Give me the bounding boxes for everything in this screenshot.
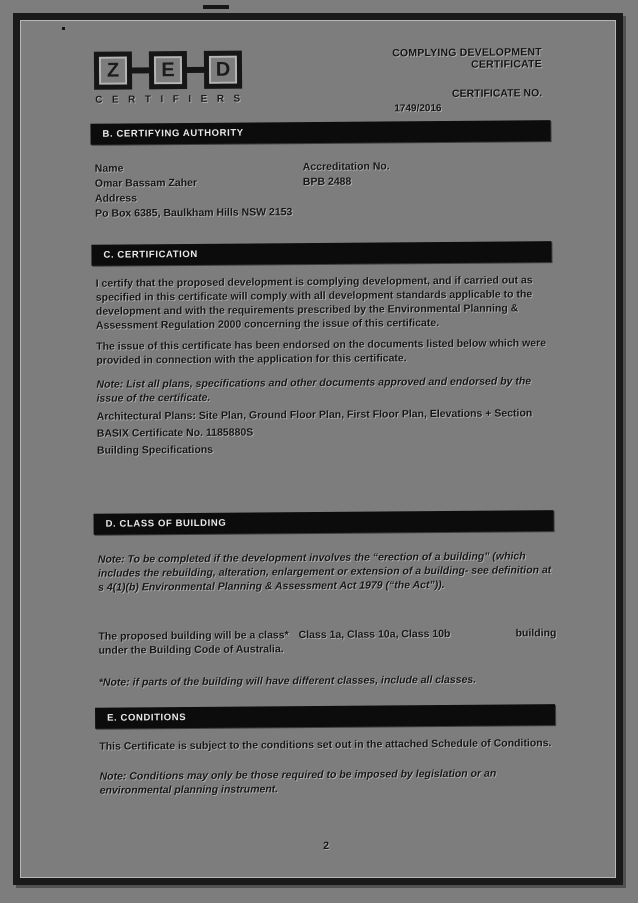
- logo-letter-z-icon: Z: [93, 51, 133, 90]
- building-class-statement: The proposed building will be a class* C…: [98, 626, 556, 658]
- logo-connector-icon: [186, 66, 205, 74]
- document-item: Building Specifications: [96, 443, 214, 457]
- conditions-note: Note: Conditions may only be those requi…: [99, 767, 497, 797]
- conditions-paragraph: This Certificate is subject to the condi…: [99, 737, 552, 753]
- logo-letter-d-icon: D: [203, 50, 243, 89]
- document-header: COMPLYING DEVELOPMENT CERTIFICATE CERTIF…: [332, 46, 543, 115]
- logo-subtext: CERTIFIERS: [95, 93, 250, 106]
- class-of-building-note: Note: To be completed if the development…: [97, 550, 552, 594]
- address-value: Po Box 6385, Baulkham Hills NSW 2153: [95, 206, 293, 220]
- class-statement-line2: under the Building Code of Australia.: [98, 643, 284, 657]
- certification-note: Note: List all plans, specifications and…: [96, 375, 532, 405]
- page-border-frame: [13, 13, 623, 885]
- building-class-footnote: *Note: if parts of the building will hav…: [98, 673, 477, 689]
- certification-paragraph-2: The issue of this certificate has been e…: [96, 337, 547, 367]
- logo-connector-icon: [131, 67, 150, 74]
- section-d-heading: D. CLASS OF BUILDING: [93, 510, 554, 535]
- logo-letter-e-icon: E: [148, 51, 188, 90]
- accreditation-value: BPB 2488: [302, 175, 352, 189]
- section-c-heading: C. CERTIFICATION: [91, 241, 552, 266]
- page-number: 2: [323, 839, 330, 852]
- section-b-heading: B. CERTIFYING AUTHORITY: [90, 120, 551, 145]
- scan-artifact: [62, 27, 65, 30]
- class-suffix: building: [515, 627, 557, 640]
- certifier-accreditation: Accreditation No. BPB 2488: [303, 159, 390, 190]
- accreditation-label: Accreditation No.: [302, 160, 390, 174]
- class-prefix: The proposed building will be a class*: [98, 629, 289, 643]
- zed-certifiers-logo: Z E D: [93, 50, 243, 90]
- certifying-authority-block: Name Omar Bassam Zaher Address Po Box 63…: [95, 158, 553, 222]
- scan-artifact: [203, 5, 229, 9]
- document-item: Architectural Plans: Site Plan, Ground F…: [96, 407, 533, 423]
- section-e-heading: E. CONDITIONS: [95, 704, 556, 729]
- document-title: COMPLYING DEVELOPMENT CERTIFICATE: [392, 46, 543, 71]
- endorsed-documents-list: Architectural Plans: Site Plan, Ground F…: [97, 405, 555, 460]
- certification-paragraph-1: I certify that the proposed development …: [95, 274, 533, 332]
- certificate-no-value: 1749/2016: [394, 103, 442, 115]
- class-value: Class 1a, Class 10a, Class 10b: [298, 627, 451, 642]
- certificate-no-label: CERTIFICATE NO.: [451, 87, 543, 100]
